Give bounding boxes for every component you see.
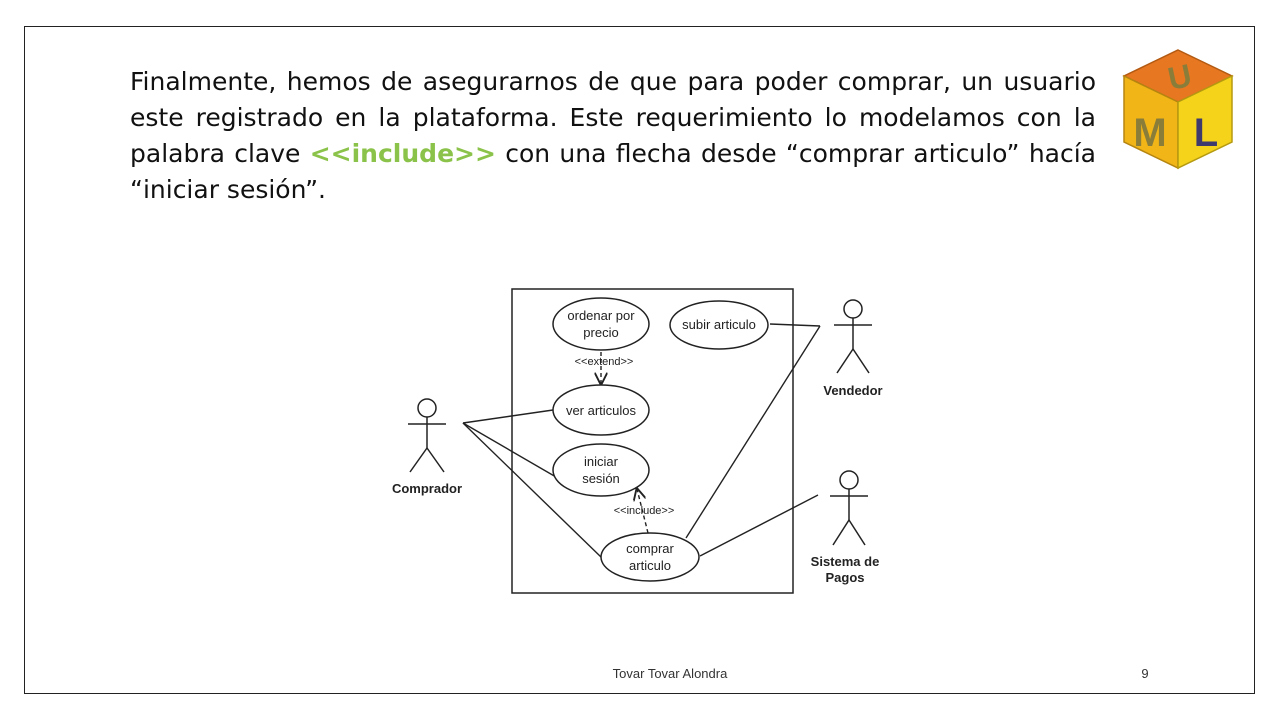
logo-letter-m: M bbox=[1133, 111, 1166, 155]
assoc-comprador-ver bbox=[462, 409, 554, 424]
slide-text-after: con una flecha desde “comprar articulo” … bbox=[130, 139, 1096, 204]
logo-letter-l: L bbox=[1194, 111, 1218, 155]
slide-text-before: Finalmente, hemos de asegurarnos de que … bbox=[130, 67, 1096, 168]
actor-vendedor-label: Vendedor bbox=[823, 383, 882, 398]
actor-vendedor-icon bbox=[834, 299, 872, 374]
use-case-ordenar-por-precio: ordenar por precio bbox=[552, 297, 650, 351]
use-case-diagram: <<extend>> <<include>> ordenar por preci… bbox=[392, 288, 883, 594]
use-case-ordenar-line2: precio bbox=[583, 325, 618, 340]
include-label: <<include>> bbox=[614, 505, 675, 517]
use-case-subir-articulo: subir articulo bbox=[669, 300, 769, 350]
uml-cube-logo-icon: U M L bbox=[1122, 49, 1234, 170]
assoc-pagos-comprar bbox=[699, 494, 819, 557]
logo-right-face bbox=[1177, 74, 1233, 170]
use-case-ver-line1: ver articulos bbox=[566, 403, 637, 418]
actor-pagos-line2: Pagos bbox=[825, 570, 864, 585]
include-keyword: <<include>> bbox=[309, 139, 496, 168]
include-arrow bbox=[637, 489, 649, 534]
assoc-comprador-comprar bbox=[462, 422, 603, 559]
association-lines bbox=[462, 323, 821, 559]
system-boundary bbox=[511, 288, 794, 594]
actor-comprador-icon bbox=[408, 398, 446, 473]
use-case-comprar-line1: comprar bbox=[626, 541, 674, 556]
footer-page-number: 9 bbox=[1141, 666, 1149, 681]
use-case-subir-line1: subir articulo bbox=[682, 317, 756, 332]
use-case-iniciar-line2: sesión bbox=[582, 471, 620, 486]
extend-label: <<extend>> bbox=[575, 356, 634, 368]
slide-frame bbox=[24, 26, 1255, 694]
assoc-vendedor-subir bbox=[769, 323, 821, 327]
assoc-vendedor-comprar bbox=[685, 325, 821, 539]
use-case-comprar-line2: articulo bbox=[629, 558, 671, 573]
slide-text: Finalmente, hemos de asegurarnos de que … bbox=[130, 64, 1096, 208]
assoc-comprador-iniciar bbox=[462, 422, 557, 478]
footer-author: Tovar Tovar Alondra bbox=[612, 666, 728, 681]
actor-pagos-line1: Sistema de bbox=[811, 554, 880, 569]
use-case-iniciar-sesion: iniciar sesión bbox=[552, 443, 650, 497]
actor-pagos-icon bbox=[830, 470, 868, 546]
use-case-ordenar-line1: ordenar por bbox=[567, 308, 635, 323]
use-case-ver-articulos: ver articulos bbox=[552, 384, 650, 436]
use-case-comprar-articulo: comprar articulo bbox=[600, 532, 700, 582]
actor-comprador-label: Comprador bbox=[392, 481, 462, 496]
use-case-iniciar-line1: iniciar bbox=[584, 454, 619, 469]
